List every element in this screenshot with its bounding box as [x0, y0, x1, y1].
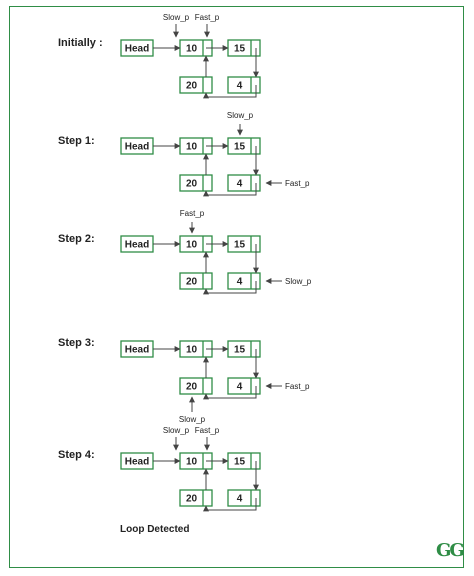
pointer-fast-p-label: Fast_p [285, 382, 310, 391]
step-label-3: Step 3: [58, 337, 95, 349]
node-20-value: 20 [186, 179, 198, 190]
pointer-slow-p-label: Slow_p [179, 415, 206, 424]
node-4-value: 4 [237, 277, 243, 288]
node-20-value: 20 [186, 382, 198, 393]
head-label: Head [125, 44, 149, 55]
node-4-value: 4 [237, 494, 243, 505]
step-label-initially: Initially : [58, 37, 103, 49]
node-15-value: 15 [234, 44, 246, 55]
node-4-box [227, 489, 261, 507]
node4-to-20-arrow [203, 498, 257, 512]
node-10-value: 10 [186, 142, 198, 153]
node-4-box [227, 174, 261, 192]
node-4-box [227, 377, 261, 395]
node-15-value: 15 [234, 240, 246, 251]
step-label-2: Step 2: [58, 233, 95, 245]
pointer-slow-p-label: Slow_p [227, 111, 254, 120]
pointer-fast-p-label: Fast_p [195, 13, 220, 22]
node-20-box [179, 377, 213, 395]
node-10-value: 10 [186, 240, 198, 251]
loop-detected-text: Loop Detected [120, 524, 190, 535]
step-label-1: Step 1: [58, 135, 95, 147]
pointer-slow-p-label: Slow_p [285, 277, 312, 286]
node-20-box [179, 174, 213, 192]
node4-to-20-arrow [203, 183, 257, 197]
node-15-value: 15 [234, 457, 246, 468]
head-label: Head [125, 457, 149, 468]
pointer-fast-p-label: Fast_p [195, 426, 220, 435]
node-20-value: 20 [186, 277, 198, 288]
node-10-value: 10 [186, 44, 198, 55]
pointer-slow-p-label: Slow_p [163, 13, 190, 22]
pointer-slow-p-label: Slow_p [163, 426, 190, 435]
head-label: Head [125, 345, 149, 356]
pointer-fast-p-label: Fast_p [285, 179, 310, 188]
node4-to-20-arrow [203, 85, 257, 99]
node4-to-20-arrow [203, 386, 257, 400]
node-10-value: 10 [186, 457, 198, 468]
node4-to-20-arrow [203, 281, 257, 295]
node-20-value: 20 [186, 81, 198, 92]
step-label-4: Step 4: [58, 449, 95, 461]
node-4-box [227, 272, 261, 290]
step-4-diagram: Head 10 15 20 4 Slow_p Fast_p [120, 426, 261, 512]
node-20-value: 20 [186, 494, 198, 505]
node-20-box [179, 272, 213, 290]
node-4-value: 4 [237, 382, 243, 393]
node-4-value: 4 [237, 81, 243, 92]
step-0-diagram: Head 10 15 20 4 Slow_p Fast_p [120, 13, 261, 99]
node-4-box [227, 76, 261, 94]
node-20-box [179, 489, 213, 507]
head-label: Head [125, 142, 149, 153]
node-4-value: 4 [237, 179, 243, 190]
pointer-fast-p-label: Fast_p [180, 209, 205, 218]
node-20-box [179, 76, 213, 94]
node-10-value: 10 [186, 345, 198, 356]
head-label: Head [125, 240, 149, 251]
node-15-value: 15 [234, 142, 246, 153]
node-15-value: 15 [234, 345, 246, 356]
gfg-logo: GG [436, 540, 465, 561]
